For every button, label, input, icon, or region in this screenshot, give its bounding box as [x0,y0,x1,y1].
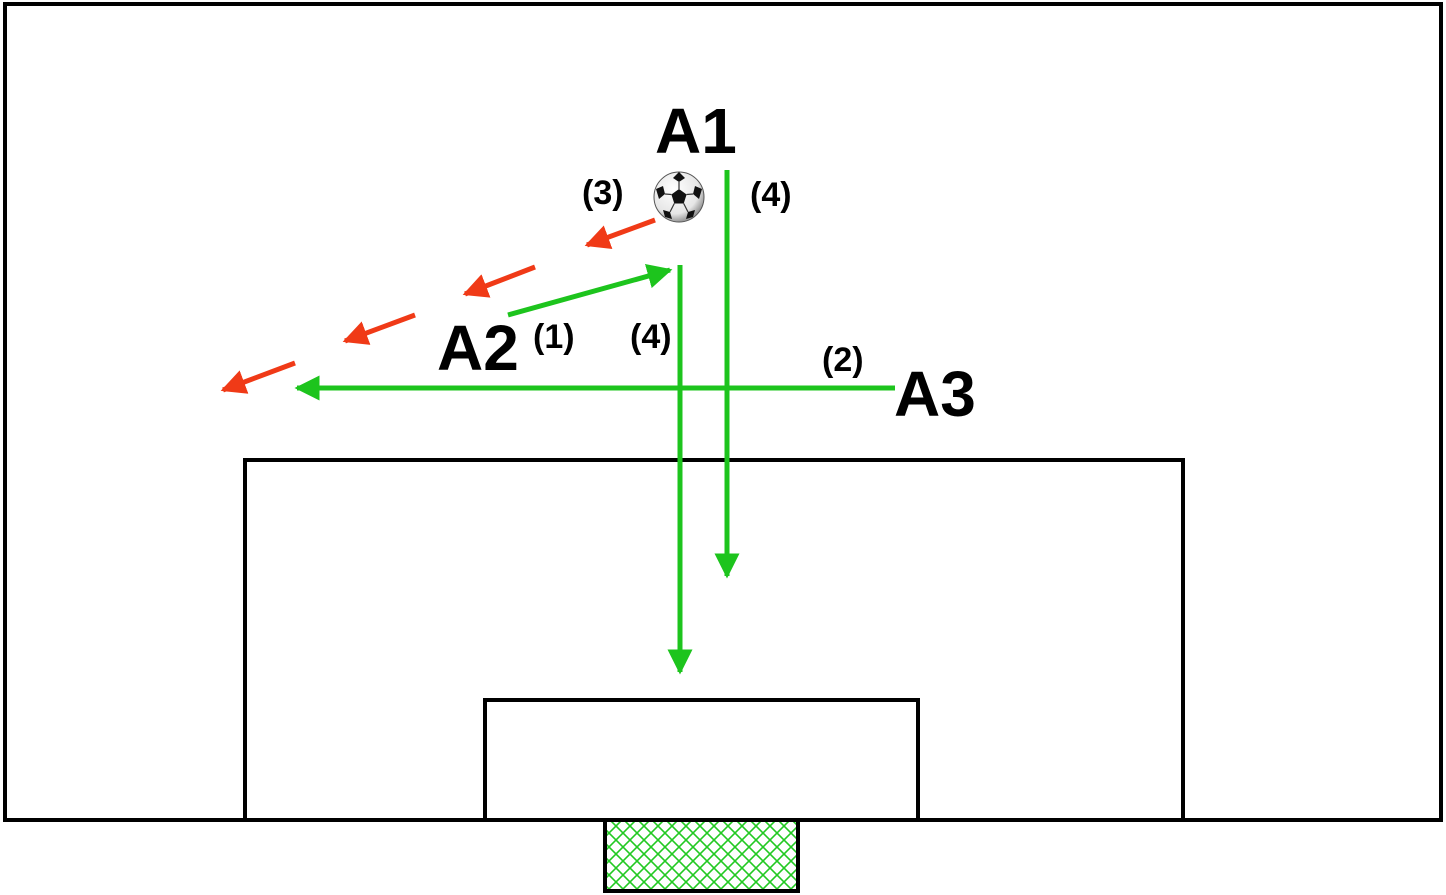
penalty-area [243,458,1185,822]
step-4-a1-label: (4) [750,176,792,214]
goal-area [483,698,920,822]
soccer-ball-icon [653,171,705,223]
player-a3-label: A3 [894,358,976,430]
step-3-label: (3) [582,174,624,212]
goal-net-icon [603,818,800,893]
player-a1-label: A1 [655,95,737,167]
step-4-a2-label: (4) [630,318,672,356]
step-1-label: (1) [533,318,575,356]
ball-pass-path-step-3 [220,217,656,394]
a2-run-arrow-step-1 [507,263,673,318]
step-2-label: (2) [822,341,864,379]
player-a2-label: A2 [437,312,519,384]
